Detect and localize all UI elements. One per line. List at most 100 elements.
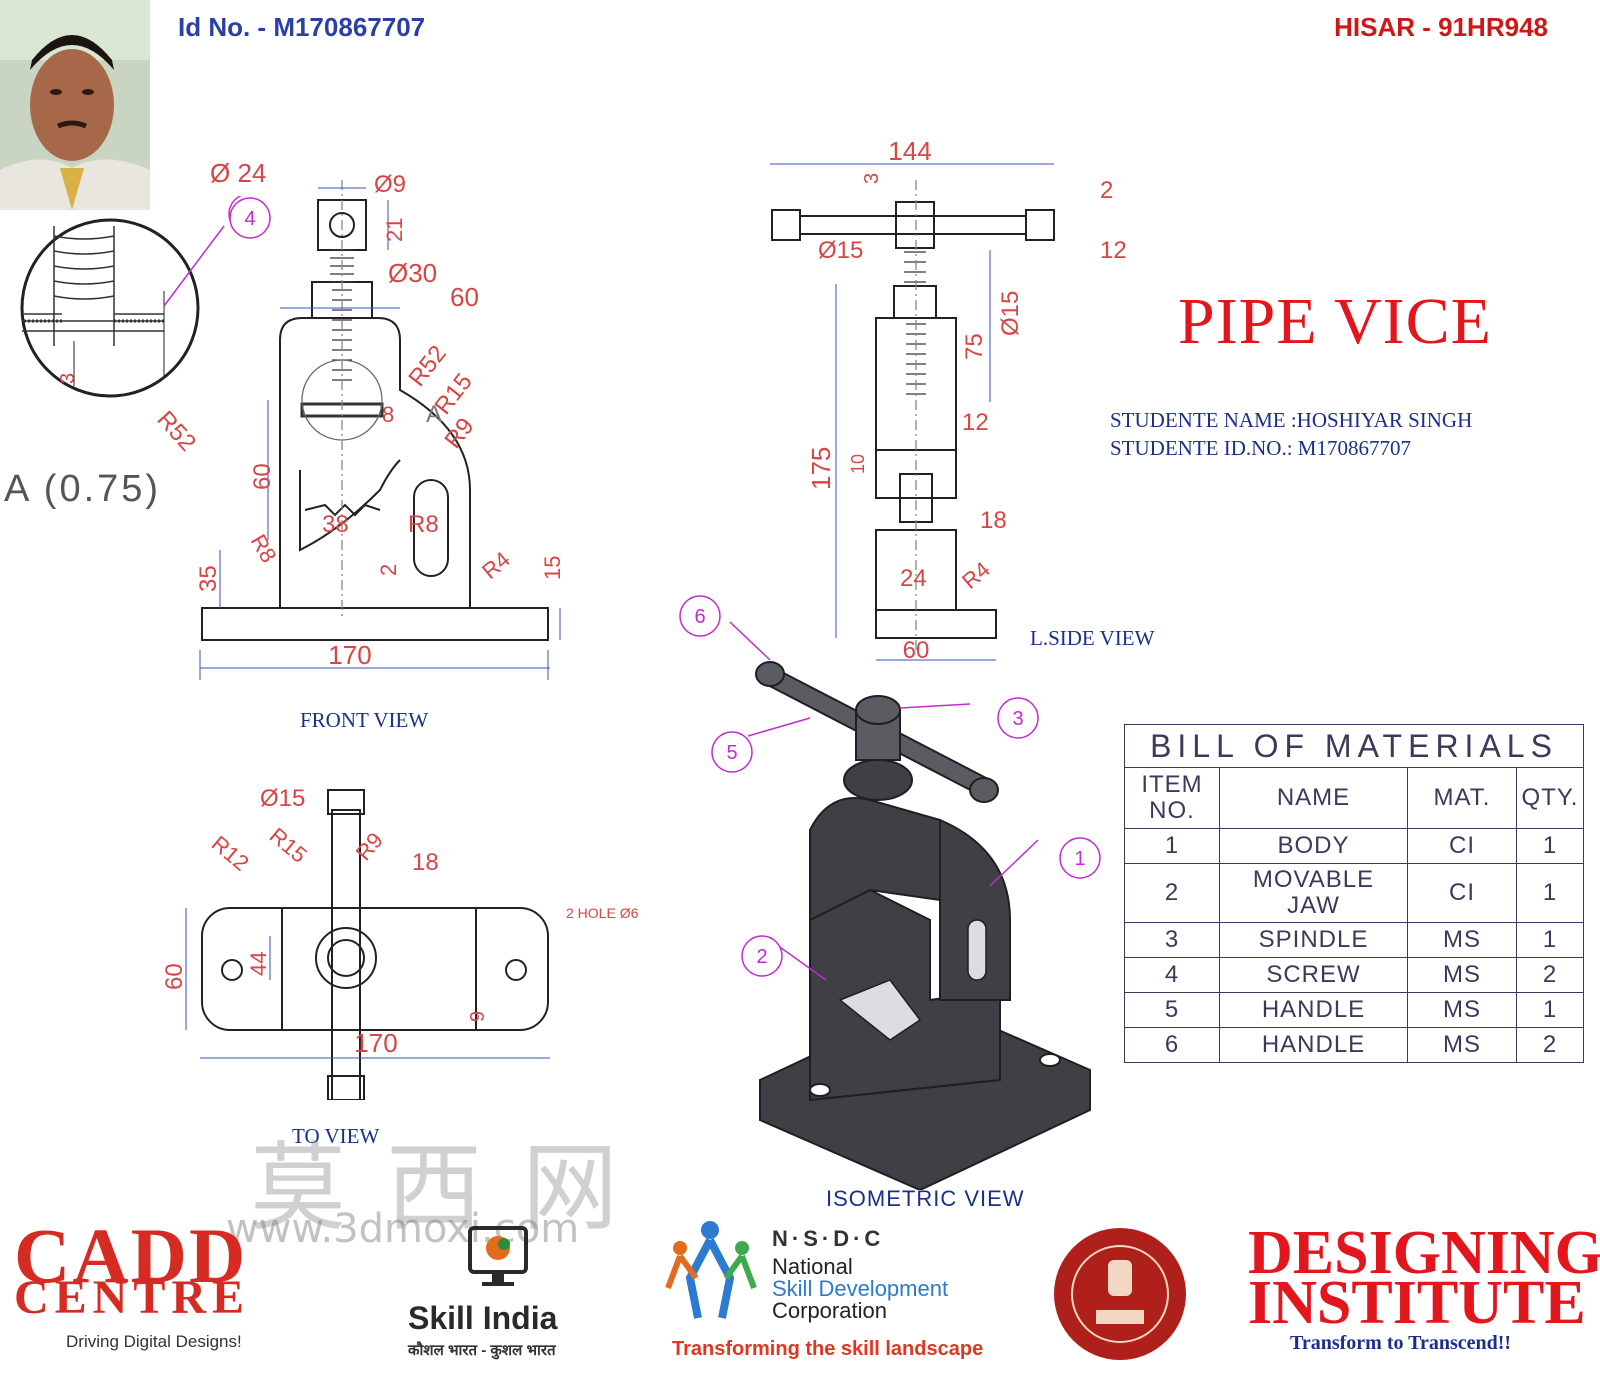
svg-text:2: 2 <box>756 946 767 968</box>
bom-col-mat: MAT. <box>1407 767 1517 829</box>
front-view-label: FRONT VIEW <box>300 708 429 732</box>
dim-top-9: 9 <box>467 1011 489 1022</box>
svg-text:1: 1 <box>1074 848 1085 870</box>
dim-front-21: 21 <box>382 218 407 242</box>
dim-front-38: 38 <box>322 511 349 538</box>
dim-front-60b: 60 <box>249 463 276 490</box>
dim-front-dia30: Ø30 <box>388 258 437 288</box>
student-id: STUDENTE ID.NO.: M170867707 <box>1110 436 1411 460</box>
dim-top-18: 18 <box>412 849 439 876</box>
skill-india-icon <box>468 1226 528 1286</box>
skill-india-label: Skill India <box>408 1300 558 1336</box>
bom-title: BILL OF MATERIALS <box>1124 724 1584 768</box>
dim-front-r52b: R52 <box>152 406 202 457</box>
isometric-view-drawing <box>729 621 1091 1190</box>
svg-text:5: 5 <box>726 742 737 764</box>
dim-front-r8b: R8 <box>246 530 282 567</box>
dim-side-144: 144 <box>888 140 931 166</box>
top-view-drawing: Ø15 R12 R15 R9 18 60 44 2 HOLE Ø6 9 170 <box>161 785 639 1100</box>
cadd-centre-logo-line1: CADD <box>14 1212 248 1299</box>
iso-screw-boss <box>843 759 913 801</box>
dim-front-dia9: Ø9 <box>374 171 406 198</box>
msme-seal-logo <box>1054 1228 1186 1360</box>
top-view-label: TO VIEW <box>292 1124 380 1148</box>
callout-4-label: 4 <box>244 208 255 230</box>
cadd-centre-logo-line2: CENTRE <box>14 1271 251 1324</box>
isometric-view-label: ISOMETRIC VIEW <box>826 1186 1025 1211</box>
id-number: Id No. - M170867707 <box>178 12 426 42</box>
front-view-drawing: 170 Ø 24 Ø9 21 Ø30 60 R52 R15 R9 A 8 R52… <box>152 160 565 680</box>
nsdc-line3: Corporation <box>772 1298 887 1323</box>
dim-front-r8a: R8 <box>408 511 439 538</box>
side-view-drawing: 144 3 2 Ø15 12 Ø15 75 12 175 10 18 24 R4… <box>770 140 1127 664</box>
front-base <box>201 607 549 641</box>
dim-top-r9: R9 <box>351 828 388 866</box>
dim-front-35: 35 <box>195 565 222 592</box>
dim-front-170: 170 <box>328 640 371 670</box>
dim-side-18: 18 <box>980 507 1007 534</box>
bill-of-materials: BILL OF MATERIALS ITEM NO. NAME MAT. QTY… <box>1124 724 1584 1063</box>
designing-institute-tagline: Transform to Transcend!! <box>1290 1332 1512 1354</box>
callout-1: 1 <box>1058 836 1102 885</box>
dim-side-24: 24 <box>900 565 927 592</box>
center-code: HISAR - 91HR948 <box>1334 12 1548 42</box>
svg-text:6: 6 <box>694 606 705 628</box>
dim-side-3: 3 <box>861 173 883 184</box>
watermark-chars: 莫西网 <box>250 1132 658 1244</box>
detail-dim: 3 <box>57 373 79 384</box>
dim-front-8: 8 <box>382 402 394 427</box>
dim-side-60: 60 <box>903 637 930 664</box>
nsdc-tagline: Transforming the skill landscape <box>672 1338 984 1360</box>
side-view-label: L.SIDE VIEW <box>1030 626 1155 650</box>
nsdc-abbr: N·S·D·C <box>772 1226 885 1251</box>
dim-front-dia24: Ø 24 <box>210 160 266 188</box>
bom-header-row: ITEM NO. NAME MAT. QTY. <box>1124 767 1584 829</box>
dim-top-44: 44 <box>246 952 271 976</box>
dim-front-60: 60 <box>450 282 479 312</box>
drawing-title: PIPE VICE <box>1178 285 1492 358</box>
student-photo <box>0 0 150 210</box>
nsdc-line2: Skill Development <box>772 1276 949 1301</box>
dim-top-hole: 2 HOLE Ø6 <box>566 905 639 921</box>
dim-side-10: 10 <box>848 454 868 474</box>
dim-top-r15: R15 <box>265 823 312 868</box>
svg-text:3: 3 <box>1012 708 1023 730</box>
dim-side-dia15b: Ø15 <box>997 291 1024 336</box>
dim-front-r9: R9 <box>439 413 479 454</box>
dim-front-a: A <box>426 401 442 428</box>
callout-3: 3 <box>996 696 1040 745</box>
dim-top-60: 60 <box>161 963 188 990</box>
dim-top-r12: R12 <box>207 831 254 876</box>
dim-front-2: 2 <box>376 564 401 576</box>
dim-side-12b: 12 <box>962 409 989 436</box>
skill-india-hindi: कौशल भारत - कुशल भारत <box>408 1342 556 1359</box>
bom-col-name: NAME <box>1219 767 1408 829</box>
nsdc-figures-icon <box>665 1221 757 1319</box>
cadd-centre-tagline: Driving Digital Designs! <box>66 1332 242 1351</box>
student-name: STUDENTE NAME :HOSHIYAR SINGH <box>1110 408 1473 432</box>
dim-side-2: 2 <box>1100 177 1113 204</box>
callout-6: 6 <box>678 594 722 643</box>
dim-top-170: 170 <box>354 1028 397 1058</box>
detail-scale-label: A (0.75) <box>4 468 162 510</box>
bom-col-item: ITEM NO. <box>1124 767 1220 829</box>
dim-top-dia15: Ø15 <box>260 785 305 812</box>
callout-5: 5 <box>710 730 754 779</box>
dim-side-dia15a: Ø15 <box>818 237 863 264</box>
front-body <box>279 317 471 608</box>
dim-side-75: 75 <box>961 333 988 360</box>
dim-side-175: 175 <box>806 447 836 490</box>
designing-institute-line1: DESIGNING <box>1248 1219 1600 1287</box>
dim-front-r4: R4 <box>477 547 515 584</box>
dim-front-15: 15 <box>540 556 565 580</box>
callout-2: 2 <box>740 934 784 983</box>
dim-side-r4: R4 <box>957 557 995 594</box>
designing-institute-line2: INSTITUTE <box>1248 1269 1586 1337</box>
dim-side-12a: 12 <box>1100 237 1127 264</box>
